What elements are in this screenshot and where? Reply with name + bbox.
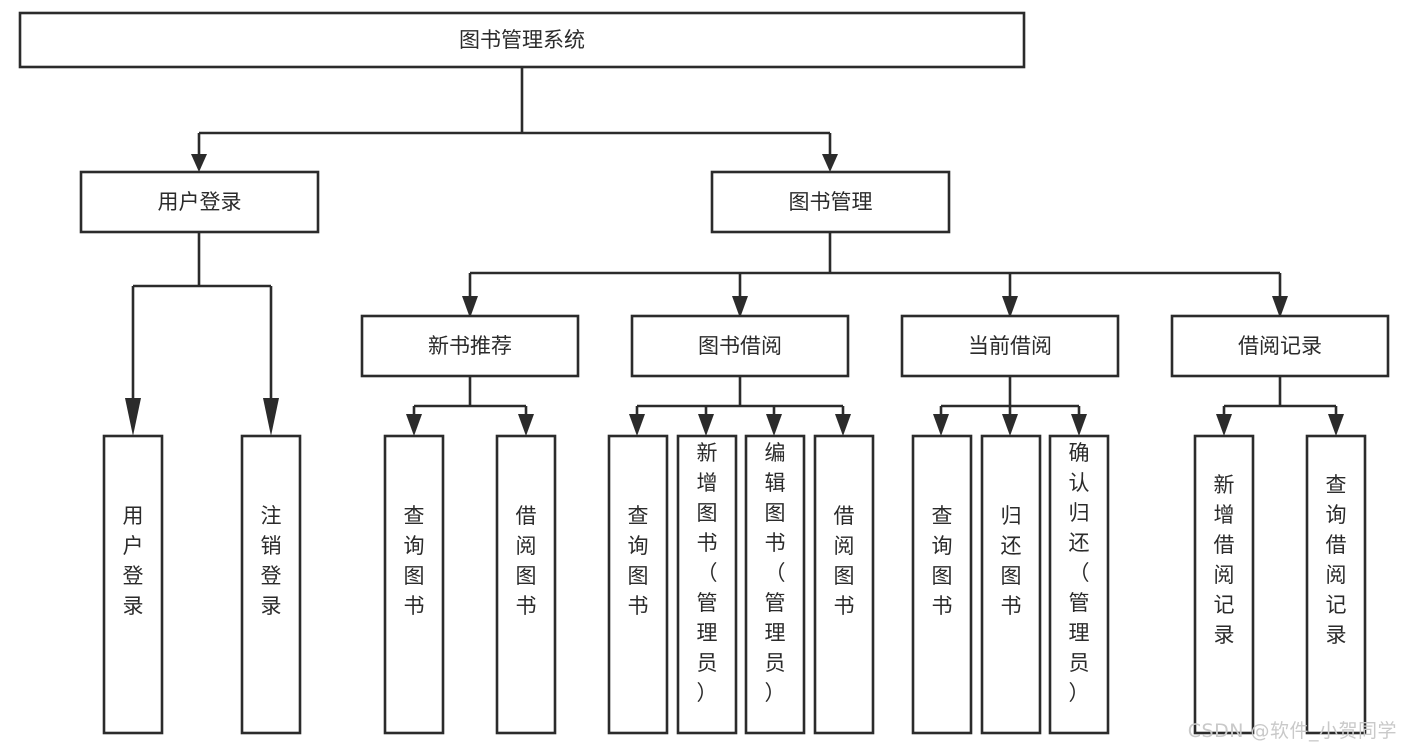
leaf-label: 用户登录 [123,504,144,618]
leaf-box[interactable] [607,434,669,735]
leaf-label: 查询图书 [932,504,953,618]
leaf-label: 归还图书 [1001,504,1022,618]
node-borrow-record[interactable]: 借阅记录 [1170,314,1390,378]
leaf-box[interactable] [813,434,875,735]
leaf-box[interactable] [1193,434,1255,735]
leaf-label: 查询图书 [404,504,425,618]
arrow-head-leaf-current-borrow-1 [1002,414,1018,436]
leaf-label: 新增图书（管理员） [697,441,718,705]
arrow-head-book-borrow [732,296,748,318]
leaf-box[interactable] [102,434,164,735]
arrow-head-leaf-new-book-0 [406,414,422,436]
arrow-head-user-login [191,154,207,172]
leaf-label: 借阅图书 [516,504,537,618]
node-root-box[interactable] [18,11,1026,69]
leaf-box[interactable] [240,434,302,735]
arrow-head-leaf-current-borrow-0 [933,414,949,436]
arrow-head-borrow-record [1272,296,1288,318]
leaf-box[interactable] [383,434,445,735]
arrow-head-leaf-current-borrow-2 [1071,414,1087,436]
node-new-book-recommend[interactable]: 新书推荐 [360,314,580,378]
arrow-head-leaf-book-borrow-0 [629,414,645,436]
leaf-node-book-borrow-3[interactable]: 借阅图书 [813,434,875,735]
node-current-borrow[interactable]: 当前借阅 [900,314,1120,378]
arrow-head-leaf-borrow-record-0 [1216,414,1232,436]
node-new-book-recommend-label: 新书推荐 [428,334,512,358]
leaf-node-book-borrow-0[interactable]: 查询图书 [607,434,669,735]
leaf-node-borrow-record-0[interactable]: 新增借阅记录 [1193,434,1255,735]
leaf-node-book-borrow-2[interactable]: 编辑图书（管理员） [744,434,806,735]
leaf-node-current-borrow-0[interactable]: 查询图书 [911,434,973,735]
node-book-management[interactable]: 图书管理 [710,170,951,234]
node-book-borrow[interactable]: 图书借阅 [630,314,850,378]
leaf-box[interactable] [744,434,806,735]
arrow-head-leaf-book-borrow-2 [766,414,782,436]
arrow-head-leaf-book-borrow-1 [698,414,714,436]
leaf-label: 编辑图书（管理员） [765,441,786,705]
node-root-label: 图书管理系统 [459,28,585,52]
leaf-box[interactable] [1305,434,1367,735]
leaf-label: 借阅图书 [834,504,855,618]
arrow-head-leaf-borrow-record-1 [1328,414,1344,436]
leaf-label: 确认归还（管理员） [1069,441,1090,705]
leaf-node-new-book-1[interactable]: 借阅图书 [495,434,557,735]
leaf-box[interactable] [980,434,1042,735]
leaf-node-user-login-0[interactable]: 用户登录 [102,434,164,735]
node-borrow-record-label: 借阅记录 [1238,334,1322,358]
node-book-management-box[interactable] [710,170,951,234]
leaf-node-current-borrow-1[interactable]: 归还图书 [980,434,1042,735]
arrow-head-leaf-user-login-0 [125,398,141,436]
connector-layer [125,67,1344,436]
node-current-borrow-label: 当前借阅 [968,334,1052,358]
arrow-head-leaf-book-borrow-3 [835,414,851,436]
leaf-box[interactable] [676,434,738,735]
leaf-box[interactable] [911,434,973,735]
node-borrow-record-box[interactable] [1170,314,1390,378]
arrow-head-leaf-user-login-1 [263,398,279,436]
node-new-book-recommend-box[interactable] [360,314,580,378]
leaf-node-book-borrow-1[interactable]: 新增图书（管理员） [676,434,738,735]
leaf-box[interactable] [495,434,557,735]
leaf-node-user-login-1[interactable]: 注销登录 [240,434,302,735]
leaf-label: 注销登录 [261,504,282,618]
node-book-management-label: 图书管理 [789,190,873,214]
leaf-node-current-borrow-2[interactable]: 确认归还（管理员） [1048,434,1110,735]
leaf-box[interactable] [1048,434,1110,735]
leaf-node-new-book-0[interactable]: 查询图书 [383,434,445,735]
arrow-head-new-book [462,296,478,318]
arrow-head-current-borrow [1002,296,1018,318]
node-user-login-box[interactable] [79,170,320,234]
node-root-book-management-system[interactable]: 图书管理系统 [18,11,1026,69]
arrow-head-book-manage [822,154,838,172]
node-user-login-label: 用户登录 [158,190,242,214]
arrow-head-leaf-new-book-1 [518,414,534,436]
node-user-login[interactable]: 用户登录 [79,170,320,234]
node-book-borrow-label: 图书借阅 [698,334,782,358]
leaf-label: 查询图书 [628,504,649,618]
leaf-node-borrow-record-1[interactable]: 查询借阅记录 [1305,434,1367,735]
leaf-label: 查询借阅记录 [1326,473,1347,647]
node-book-borrow-box[interactable] [630,314,850,378]
node-current-borrow-box[interactable] [900,314,1120,378]
leaf-label: 新增借阅记录 [1214,473,1235,647]
